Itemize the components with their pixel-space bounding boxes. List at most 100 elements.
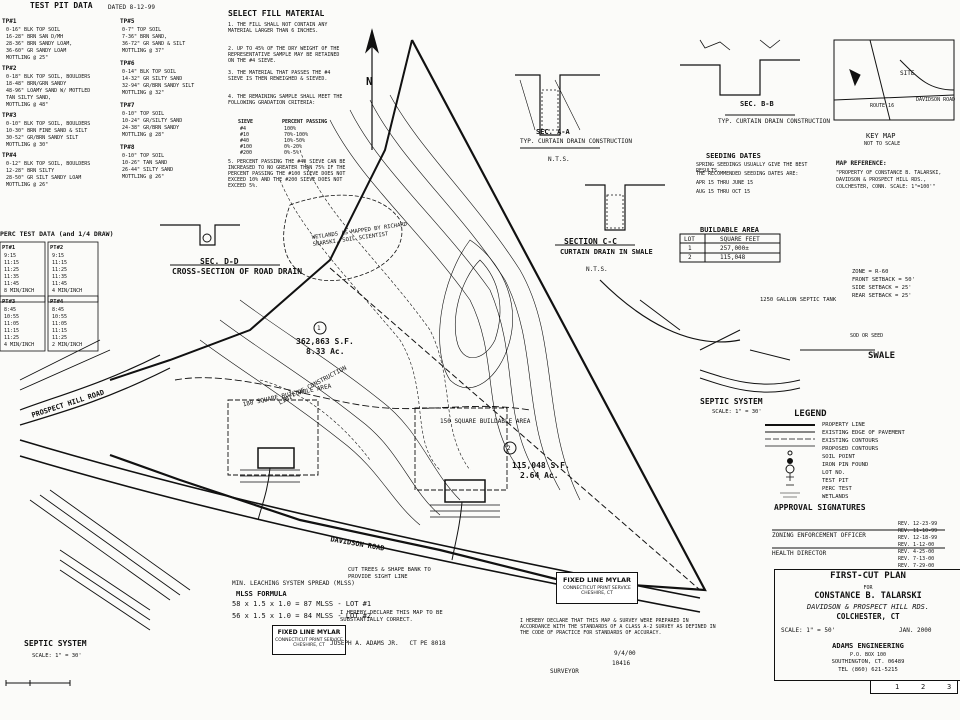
revision-entry: REV. 4-25-00: [898, 549, 935, 555]
test-pit-line: 28-36" BRN SANDY LOAM,: [6, 41, 73, 47]
test-pit-line: MOTTLING @ 32": [122, 90, 165, 96]
ruler-3: 3: [947, 683, 952, 691]
approval-title: APPROVAL SIGNATURES: [774, 503, 866, 512]
test-pit-line: MOTTLING @ 37": [122, 48, 165, 54]
lot1-building-area: [227, 399, 319, 476]
mlss-title: MLSS FORMULA: [236, 590, 287, 598]
zone-side: SIDE SETBACK = 25': [852, 285, 912, 291]
sec-cc-sub: CURTAIN DRAIN IN SWALE: [560, 248, 653, 256]
lot1-area: 362,863 S.F.: [296, 337, 354, 346]
stamp-right-title: FIXED LINE MYLAR: [562, 576, 632, 584]
gradation-pass-head: PERCENT PASSING: [282, 119, 328, 125]
perc-row: 11:35: [52, 274, 68, 280]
title-block: FIRST-CUT PLAN FOR CONSTANCE B. TALARSKI…: [774, 569, 960, 681]
approval-zeo: ZONING ENFORCEMENT OFFICER: [772, 532, 866, 539]
perc-row: 11:05: [4, 321, 20, 327]
test-pit-line: 32-94" GR/BRN SANDY SILT: [122, 83, 195, 89]
lot1-acres: 8.33 Ac.: [306, 347, 345, 356]
mlss-lot1: 58 x 1.5 x 1.0 = 87 MLSS - LOT #1: [232, 600, 372, 608]
test-pit-line: 16-28" BRN SAN D/MH: [6, 34, 64, 40]
test-pit-line: 48-96" LOAMY SAND W/ MOTTLED: [6, 88, 91, 94]
property-boundary: [109, 39, 707, 592]
title-tel: TEL (860) 621-5215: [838, 667, 898, 673]
test-pit-line: MOTTLING @ 25": [6, 55, 49, 61]
test-pit-line: 0-7" TOP SOIL: [122, 27, 162, 33]
title-owner: CONSTANCE B. TALARSKI: [814, 591, 922, 601]
perc-head: PT#1: [2, 245, 16, 251]
gradation-pass: 100%: [284, 126, 297, 132]
perc-row: 4 MIN/INCH: [52, 288, 83, 294]
scale-ruler: 1 2 3: [870, 680, 958, 694]
perc-row: 11:15: [52, 328, 68, 334]
septic-tank-note: 1250 GALLON SEPTIC TANK: [760, 297, 837, 303]
perc-row: 2 MIN/INCH: [52, 342, 83, 348]
zone-rear: REAR SETBACK = 25': [852, 293, 912, 299]
perc-row: 9:15: [4, 253, 17, 259]
perc-row: 11:25: [4, 267, 20, 273]
perc-row: 11:45: [4, 281, 20, 287]
gradation-pass: 0%-20%: [284, 144, 303, 150]
title-box: P.O. BOX 100: [849, 652, 887, 658]
test-pit-line: 12-28" BRN SILTY: [6, 168, 55, 174]
revision-entry: REV. 7-13-00: [898, 556, 935, 562]
legend-item: EXISTING EDGE OF PAVEMENT: [822, 430, 905, 436]
buildable-lot-header: LOT: [684, 236, 695, 243]
gradation-sieve: #200: [240, 150, 253, 156]
davidson-road-edge-2: [19, 455, 701, 613]
approval-health: HEALTH DIRECTOR: [772, 550, 827, 557]
legend-item: PROPOSED CONTOURS: [822, 446, 879, 452]
perc-row: 11:25: [52, 267, 68, 273]
map-ref-title: MAP REFERENCE:: [836, 160, 887, 167]
perc-head: PT#4: [50, 299, 64, 305]
test-pit-dated: DATED 8-12-99: [108, 4, 155, 11]
gradation-pass: 10%-50%: [284, 138, 306, 144]
gradation-sieve: #40: [240, 138, 250, 144]
perc-head: PT#2: [50, 245, 64, 251]
perc-row: 8:45: [52, 307, 65, 313]
key-map-route: ROUTE 16: [870, 103, 895, 109]
test-pit-title: TEST PIT DATA: [30, 1, 93, 10]
fixed-line-stamp-right: FIXED LINE MYLAR CONNECTICUT PRINT SERVI…: [556, 572, 638, 604]
sec-cc-scale: N.T.S.: [586, 266, 608, 273]
test-pit-id: TP#3: [2, 112, 17, 119]
fill-item: 1. THE FILL SHALL NOT CONTAIN ANY MATERI…: [228, 22, 328, 34]
test-pit-line: 10-30" BRN FINE SAND & SILT: [6, 128, 88, 134]
test-pit-line: 26-44" SILTY SAND: [122, 167, 174, 173]
lot2-area: 115,048 S.F.: [512, 461, 570, 470]
perc-row: 10:55: [4, 314, 20, 320]
cut-trees-note: CUT TREES & SHAPE BANK TO PROVIDE SIGHT …: [348, 567, 431, 580]
fill-item: 2. UP TO 45% OF THE DRY WEIGHT OF THE RE…: [228, 46, 340, 64]
buildable-sf-header: SQUARE FEET: [720, 236, 760, 243]
test-pit-id: TP#5: [120, 18, 135, 25]
buildable-lot1-sf: 257,000±: [720, 245, 749, 252]
revision-entry: REV. 7-29-00: [898, 563, 935, 569]
lot2-building-label: 150 SQUARE BUILDABLE AREA: [440, 418, 531, 425]
legend-title: LEGEND: [794, 409, 827, 419]
declaration-engineer: JOSEPH A. ADAMS JR. CT PE 8018: [330, 640, 446, 647]
legend-item: WETLANDS: [822, 494, 849, 500]
gradation-sieve: #100: [240, 144, 253, 150]
buildable-lot1: 1: [688, 245, 692, 252]
mlss-spread: MIN. LEACHING SYSTEM SPREAD (MLSS): [232, 580, 355, 587]
test-pit-id: TP#8: [120, 144, 135, 151]
title-plan: FIRST-CUT PLAN: [830, 571, 906, 581]
lot2-num: 2: [507, 445, 511, 452]
test-pit-line: 28-50" GR SILT SANDY LOAM: [6, 175, 82, 181]
test-pit-line: MOTTLING @ 26": [122, 174, 165, 180]
test-pit-line: 0-16" BLK TOP SOIL: [6, 27, 61, 33]
surveyor-label: SURVEYOR: [550, 668, 579, 675]
perc-row: 10:55: [52, 314, 68, 320]
lot2-acres: 2.64 Ac.: [520, 471, 559, 480]
perc-row: 8 MIN/INCH: [4, 288, 35, 294]
title-scale: SCALE: 1" = 50': [781, 627, 836, 634]
revision-entry: REV. 11-10-99: [898, 528, 938, 534]
revision-entry: REV. 12-18-99: [898, 535, 938, 541]
seeding-line: AUG 15 THRU OCT 15: [696, 189, 751, 195]
perc-row: 9:15: [52, 253, 65, 259]
buildable-lot2-sf: 115,048: [720, 254, 746, 261]
perc-title: PERC TEST DATA (and 1/4 DRAW): [0, 230, 114, 238]
ruler-1: 1: [895, 683, 900, 691]
limit-of-construction: [174, 377, 531, 411]
legend-item: PERC TEST: [822, 486, 852, 492]
test-pit-line: 0-14" BLK TOP SOIL: [122, 69, 177, 75]
